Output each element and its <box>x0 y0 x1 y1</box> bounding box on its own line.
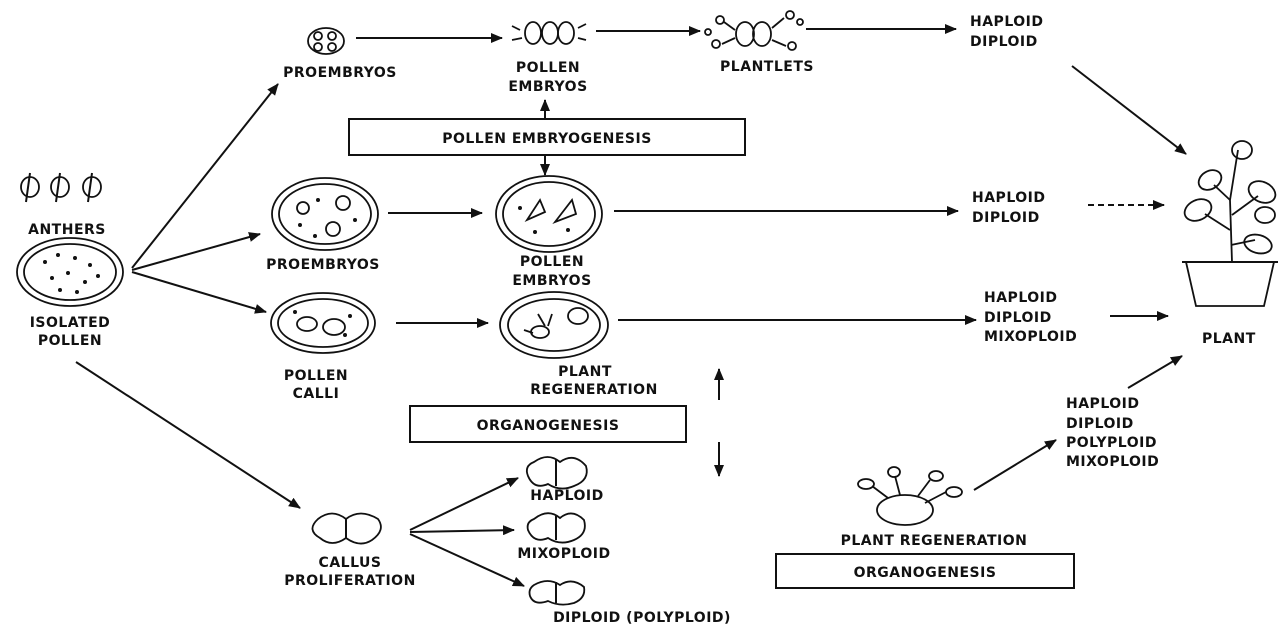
label-isolated-pollen-2: POLLEN <box>38 333 102 349</box>
label-mixoploid-3: MIXOPLOID <box>984 329 1077 345</box>
label-pollen-embryos-top-1: POLLEN <box>516 60 580 76</box>
label-proembryos-mid: PROEMBRYOS <box>266 257 380 273</box>
label-diploid-3: DIPLOID <box>984 310 1052 326</box>
label-diploid-2: DIPLOID <box>972 210 1040 226</box>
plant-regeneration-dish-icon <box>500 292 608 358</box>
label-plantlets: PLANTLETS <box>720 59 814 75</box>
label-mixoploid-4: MIXOPLOID <box>1066 454 1159 470</box>
label-haploid-4: HAPLOID <box>1066 396 1139 412</box>
label-pollen-calli-2: CALLI <box>293 386 340 402</box>
label-isolated-pollen-1: ISOLATED <box>30 315 111 331</box>
label-diploid-1: DIPLOID <box>970 34 1038 50</box>
label-plant-regeneration-1: PLANT <box>558 364 612 380</box>
label-plant-regeneration-2: REGENERATION <box>530 382 658 398</box>
label-diploid-4: DIPLOID <box>1066 416 1134 432</box>
connector-arrows <box>76 29 1186 586</box>
label-haploid-2: HAPLOID <box>972 190 1045 206</box>
callus-cluster-icon <box>312 514 380 544</box>
callus-haploid-icon <box>527 457 587 489</box>
label-polyploid-4: POLYPLOID <box>1066 435 1157 451</box>
label-callus-diploid: DIPLOID (POLYPLOID) <box>553 610 731 626</box>
label-pollen-calli-1: POLLEN <box>284 368 348 384</box>
proembryos-dish-icon <box>272 178 378 250</box>
proembryo-cluster-icon <box>308 28 344 54</box>
label-callus-proliferation-1: CALLUS <box>319 555 382 571</box>
label-plant: PLANT <box>1202 331 1256 347</box>
potted-plant-icon <box>1181 141 1279 306</box>
regenerated-plantlets-icon <box>858 467 962 525</box>
label-pollen-embryos-mid-2: EMBRYOS <box>512 273 591 289</box>
label-haploid-3: HAPLOID <box>984 290 1057 306</box>
label-pollen-embryos-top-2: EMBRYOS <box>508 79 587 95</box>
pollen-embryos-sprig-icon <box>512 22 586 44</box>
label-pollen-embryogenesis: POLLEN EMBRYOGENESIS <box>442 131 652 147</box>
label-callus-haploid: HAPLOID <box>530 488 603 504</box>
callus-diploid-icon <box>530 581 585 605</box>
label-organogenesis-1: ORGANOGENESIS <box>477 418 620 434</box>
label-pollen-embryos-mid-1: POLLEN <box>520 254 584 270</box>
callus-mixoploid-icon <box>528 513 585 542</box>
label-anthers: ANTHERS <box>28 222 106 238</box>
label-plant-regeneration-bottom: PLANT REGENERATION <box>841 533 1028 549</box>
label-haploid-1: HAPLOID <box>970 14 1043 30</box>
label-callus-mixoploid: MIXOPLOID <box>517 546 610 562</box>
label-callus-proliferation-2: PROLIFERATION <box>284 573 416 589</box>
pollen-calli-dish-icon <box>271 293 375 353</box>
isolated-pollen-dish-icon <box>17 238 123 306</box>
plantlets-icon <box>705 11 803 50</box>
pollen-embryos-dish-icon <box>496 176 602 252</box>
label-organogenesis-2: ORGANOGENESIS <box>854 565 997 581</box>
label-proembryos-top: PROEMBRYOS <box>283 65 397 81</box>
anthers-icon <box>21 173 101 202</box>
